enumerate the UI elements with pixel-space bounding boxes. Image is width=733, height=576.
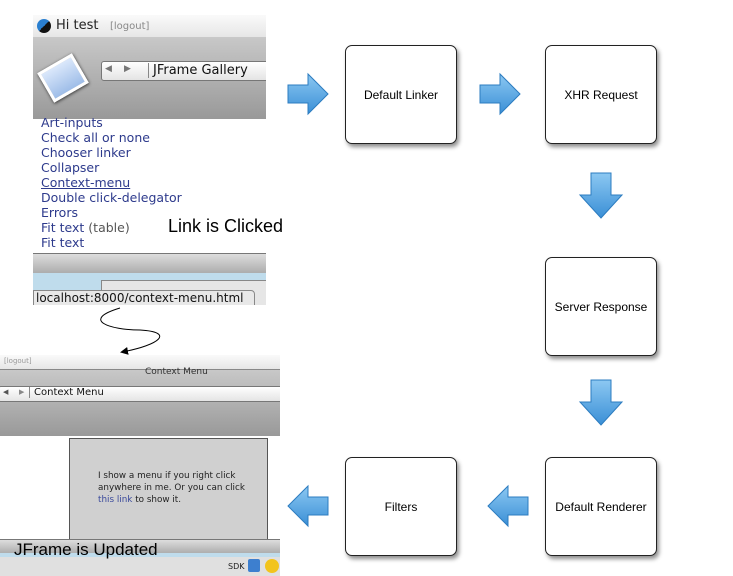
- logo-icon: [37, 19, 51, 33]
- back-button[interactable]: ◀: [105, 64, 112, 74]
- arrow-right-icon: [479, 72, 521, 116]
- logout-link[interactable]: [logout]: [110, 21, 150, 32]
- jframe-gallery-screenshot: Hi test [logout] ◀ ▶ JFrame Gallery Art-…: [33, 15, 266, 305]
- list-item[interactable]: Fit text (table): [41, 220, 182, 235]
- nav-title: JFrame Gallery: [148, 63, 248, 78]
- body-text: I show a menu if you right click anywher…: [98, 471, 245, 493]
- greeting: Hi test: [56, 18, 99, 33]
- arrow-down-icon: [578, 379, 624, 426]
- node-default-linker: Default Linker: [345, 45, 457, 144]
- window-title: Context Menu: [145, 367, 208, 377]
- list-item-label: Fit text: [41, 220, 85, 235]
- node-server-response: Server Response: [545, 257, 657, 356]
- back-button[interactable]: ◀: [3, 388, 9, 396]
- toolbar: ◀ ▶ JFrame Gallery: [33, 37, 266, 119]
- list-item[interactable]: Check all or none: [41, 130, 150, 145]
- taskbar-stripe: [0, 553, 280, 557]
- node-filters: Filters: [345, 457, 457, 556]
- list-item[interactable]: Context-menu: [41, 175, 131, 190]
- arrow-right-icon: [287, 72, 329, 116]
- demo-text: I show a menu if you right click anywher…: [98, 470, 258, 506]
- app-icon[interactable]: [248, 559, 260, 572]
- logout-link[interactable]: [logout]: [4, 357, 32, 365]
- jframe-updated-label: JFrame is Updated: [14, 540, 158, 559]
- nav-bar: ◀ ▶ JFrame Gallery: [101, 61, 266, 81]
- arrow-left-icon: [487, 484, 529, 528]
- status-url: localhost:8000/context-menu.html: [33, 290, 255, 305]
- arrow-down-icon: [578, 172, 624, 219]
- list-item[interactable]: Chooser linker: [41, 145, 131, 160]
- footer-bar: [33, 253, 266, 274]
- nav-bar: ◀ ▶ Context Menu: [0, 386, 280, 402]
- chat-icon[interactable]: [265, 559, 279, 573]
- list-item[interactable]: Errors: [41, 205, 78, 220]
- sdk-label[interactable]: SDK: [228, 562, 245, 571]
- header-bar: [logout]: [0, 355, 280, 369]
- nav-title: Context Menu: [29, 387, 104, 398]
- node-default-renderer: Default Renderer: [545, 457, 657, 556]
- curved-arrow-icon: [100, 307, 161, 355]
- toolbar: Context Menu ◀ ▶ Context Menu: [0, 367, 280, 436]
- context-menu-screenshot: [logout] Context Menu ◀ ▶ Context Menu I…: [0, 355, 280, 576]
- arrow-left-icon: [287, 484, 329, 528]
- demo-link[interactable]: this link: [98, 495, 133, 505]
- list-item[interactable]: Collapser: [41, 160, 100, 175]
- list-item[interactable]: Fit text: [41, 235, 85, 250]
- context-menu-demo-box[interactable]: I show a menu if you right click anywher…: [69, 438, 268, 540]
- forward-button[interactable]: ▶: [19, 388, 25, 396]
- footer-bar: [0, 539, 280, 554]
- after-link-text: to show it.: [135, 495, 182, 505]
- list-item[interactable]: Double click-delegator: [41, 190, 182, 205]
- node-xhr-request: XHR Request: [545, 45, 657, 144]
- demo-list: Art-inputs Check all or none Chooser lin…: [41, 115, 182, 250]
- forward-button[interactable]: ▶: [124, 64, 131, 74]
- dock: SDK: [0, 557, 280, 576]
- link-clicked-label: Link is Clicked: [168, 216, 284, 236]
- list-item-suffix: (table): [88, 220, 130, 235]
- list-item[interactable]: Art-inputs: [41, 115, 103, 130]
